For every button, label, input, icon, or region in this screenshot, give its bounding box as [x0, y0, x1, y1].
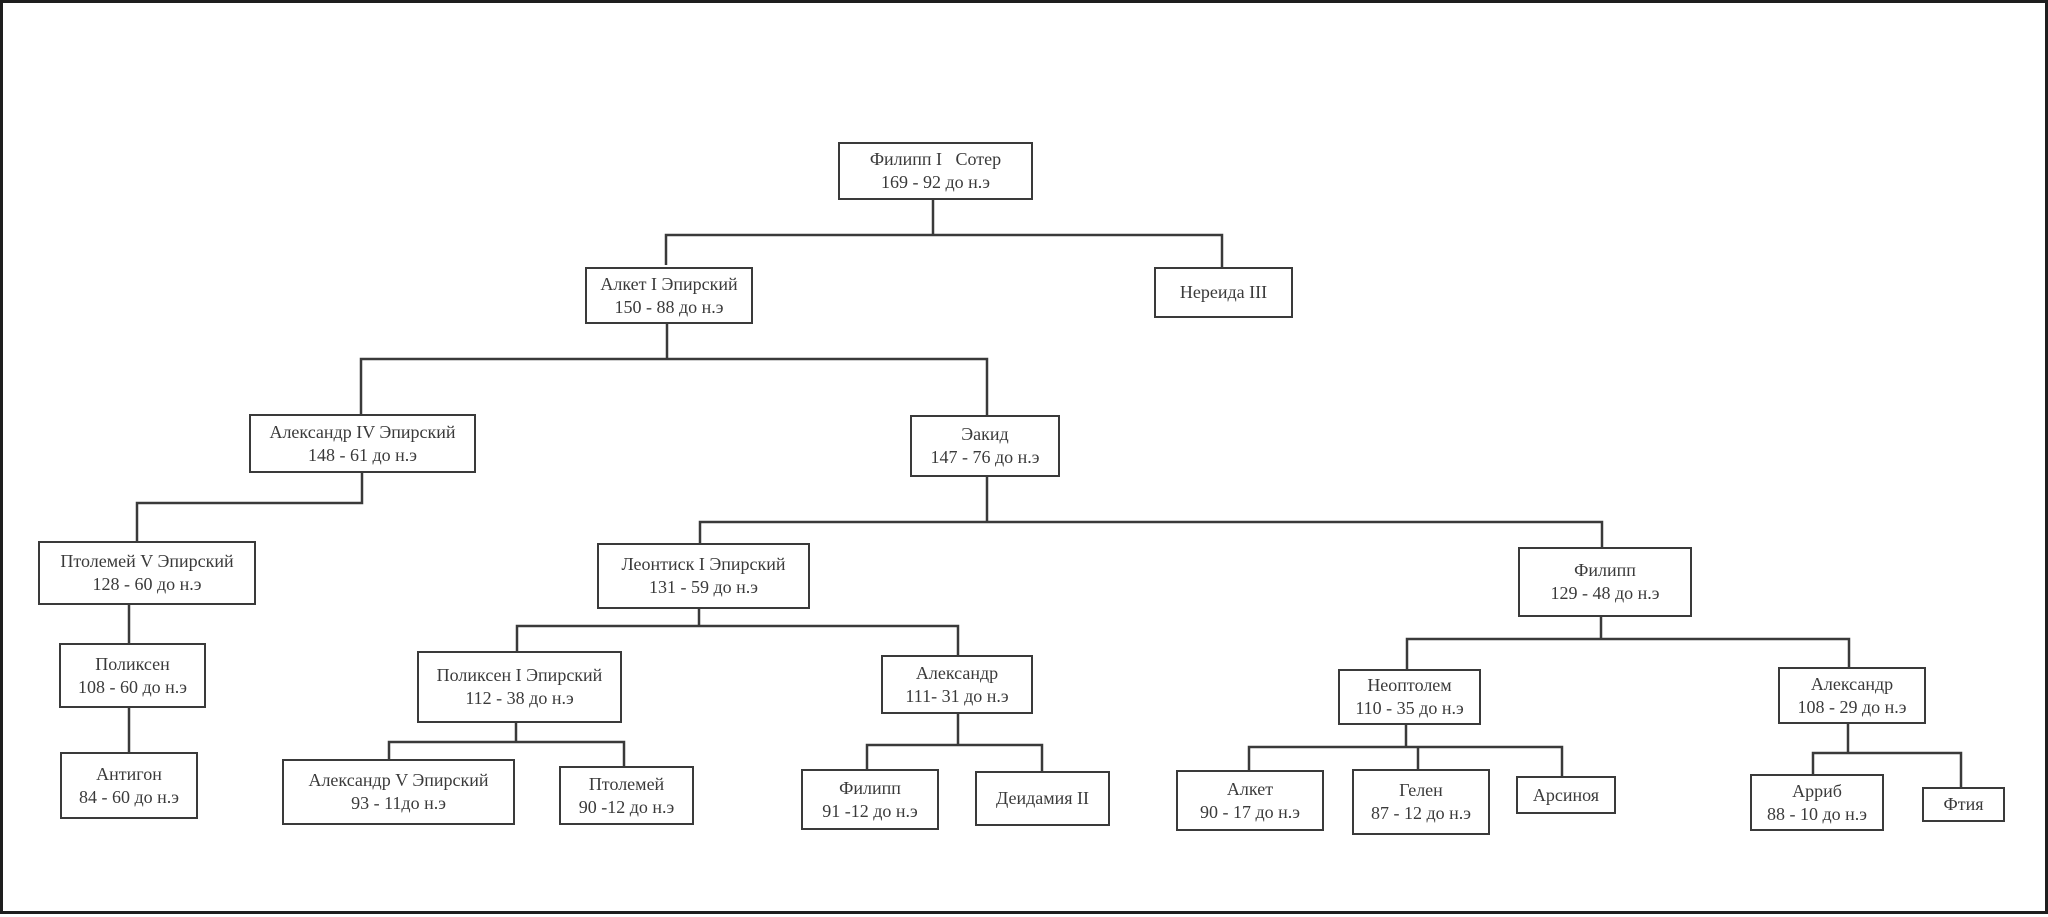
node-name: Филипп — [1574, 560, 1636, 580]
node-aleksandr-v: Александр V Эпирский 93 - 11до н.э — [282, 759, 515, 825]
node-years: 108 - 60 до н.э — [77, 676, 187, 697]
node-name: Нереида III — [1179, 282, 1268, 302]
node-arsinoya: Арсиноя — [1516, 776, 1616, 814]
connector-eakid-children — [698, 520, 1604, 547]
connector-filipp-129-children — [1405, 637, 1851, 669]
node-name: Филипп — [839, 777, 901, 798]
node-name: Неоптолем — [1367, 675, 1452, 695]
node-name: Александр V Эпирский — [308, 770, 489, 790]
node-name: Алкет — [1226, 778, 1274, 799]
node-ptolemei-90: Птолемей 90 -12 до н.э — [559, 766, 694, 825]
node-name: Арсиноя — [1532, 784, 1600, 805]
connector-filipp-soter-children — [664, 233, 1224, 267]
node-years: 128 - 60 до н.э — [92, 574, 202, 594]
node-gelen: Гелен 87 - 12 до н.э — [1352, 769, 1490, 835]
node-name: Птолемей V Эпирский — [60, 551, 234, 571]
node-name: Поликсен I Эпирский — [436, 665, 603, 685]
node-nereida-iii: Нереида III — [1154, 267, 1293, 318]
node-name: Гелен — [1399, 780, 1443, 800]
node-name: Антигон — [96, 763, 162, 784]
node-ptolemei-v: Птолемей V Эпирский 128 - 60 до н.э — [38, 541, 256, 605]
node-filipp-91: Филипп 91 -12 до н.э — [801, 769, 939, 830]
node-years: 93 - 11до н.э — [351, 793, 446, 813]
node-alket-i: Алкет I Эпирский 150 - 88 до н.э — [585, 267, 753, 324]
node-years: 131 - 59 до н.э — [648, 577, 758, 597]
node-aleksandr-iv: Александр IV Эпирский 148 - 61 до н.э — [249, 414, 476, 473]
node-antigon: Антигон 84 - 60 до н.э — [60, 752, 198, 819]
node-years: 129 - 48 до н.э — [1550, 583, 1660, 603]
node-aleksandr-108: Александр 108 - 29 до н.э — [1778, 667, 1926, 724]
node-years: 84 - 60 до н.э — [78, 786, 179, 807]
node-name: Поликсен — [95, 653, 170, 674]
node-years: 91 -12 до н.э — [822, 800, 918, 821]
node-alket-90: Алкет 90 - 17 до н.э — [1176, 770, 1324, 831]
node-name: Арриб — [1792, 780, 1842, 801]
node-name: Александр — [915, 662, 999, 683]
connector-alket-i-children — [359, 357, 989, 415]
node-name: Александр — [1810, 673, 1894, 694]
node-name: Александр IV Эпирский — [269, 421, 456, 442]
node-deidamia-ii: Деидамия II — [975, 771, 1110, 826]
node-arrib: Арриб 88 - 10 до н.э — [1750, 774, 1884, 831]
node-years: 150 - 88 до н.э — [614, 296, 724, 317]
node-name: Птолемей — [588, 773, 665, 794]
node-years: 90 - 17 до н.э — [1199, 801, 1300, 822]
tree-connectors — [127, 200, 1963, 787]
node-years: 87 - 12 до н.э — [1370, 803, 1471, 823]
node-years: 112 - 38 до н.э — [465, 688, 574, 708]
node-name: Деидамия II — [995, 788, 1090, 808]
connector-leontisk-i-children — [515, 624, 960, 655]
node-leontisk-i: Леонтиск I Эпирский 131 - 59 до н.э — [597, 543, 810, 609]
node-name: Филипп I Сотер — [869, 149, 1002, 169]
node-eakid: Эакид 147 - 76 до н.э — [910, 415, 1060, 477]
connector-neoptolem-children — [1247, 745, 1564, 776]
node-years: 169 - 92 до н.э — [880, 172, 990, 192]
connector-aleksandr-108-children — [1811, 751, 1963, 787]
node-filipp-i-soter: Филипп I Сотер 169 - 92 до н.э — [838, 142, 1033, 200]
node-aleksandr-111: Александр 111- 31 до н.э — [881, 655, 1033, 714]
node-name: Алкет I Эпирский — [600, 273, 738, 294]
node-poliksen-i: Поликсен I Эпирский 112 - 38 до н.э — [417, 651, 622, 723]
node-poliksen-108: Поликсен 108 - 60 до н.э — [59, 643, 206, 708]
node-years: 110 - 35 до н.э — [1355, 698, 1464, 718]
node-years: 90 -12 до н.э — [578, 796, 675, 817]
node-years: 108 - 29 до н.э — [1797, 696, 1907, 717]
node-name: Эакид — [961, 424, 1009, 444]
node-years: 111- 31 до н.э — [905, 685, 1009, 706]
node-filipp-129: Филипп 129 - 48 до н.э — [1518, 547, 1692, 617]
node-years: 147 - 76 до н.э — [930, 447, 1040, 467]
node-years: 148 - 61 до н.э — [307, 444, 417, 465]
connector-aleksandr-iv — [135, 473, 364, 541]
node-years: 88 - 10 до н.э — [1766, 803, 1867, 824]
node-ftia: Фтия — [1922, 787, 2005, 822]
node-neoptolem: Неоптолем 110 - 35 до н.э — [1338, 669, 1481, 725]
node-name: Леонтиск I Эпирский — [621, 554, 786, 574]
connector-aleksandr-111-children — [865, 743, 1044, 771]
node-name: Фтия — [1943, 794, 1984, 814]
connector-poliksen-i-children — [387, 740, 626, 766]
